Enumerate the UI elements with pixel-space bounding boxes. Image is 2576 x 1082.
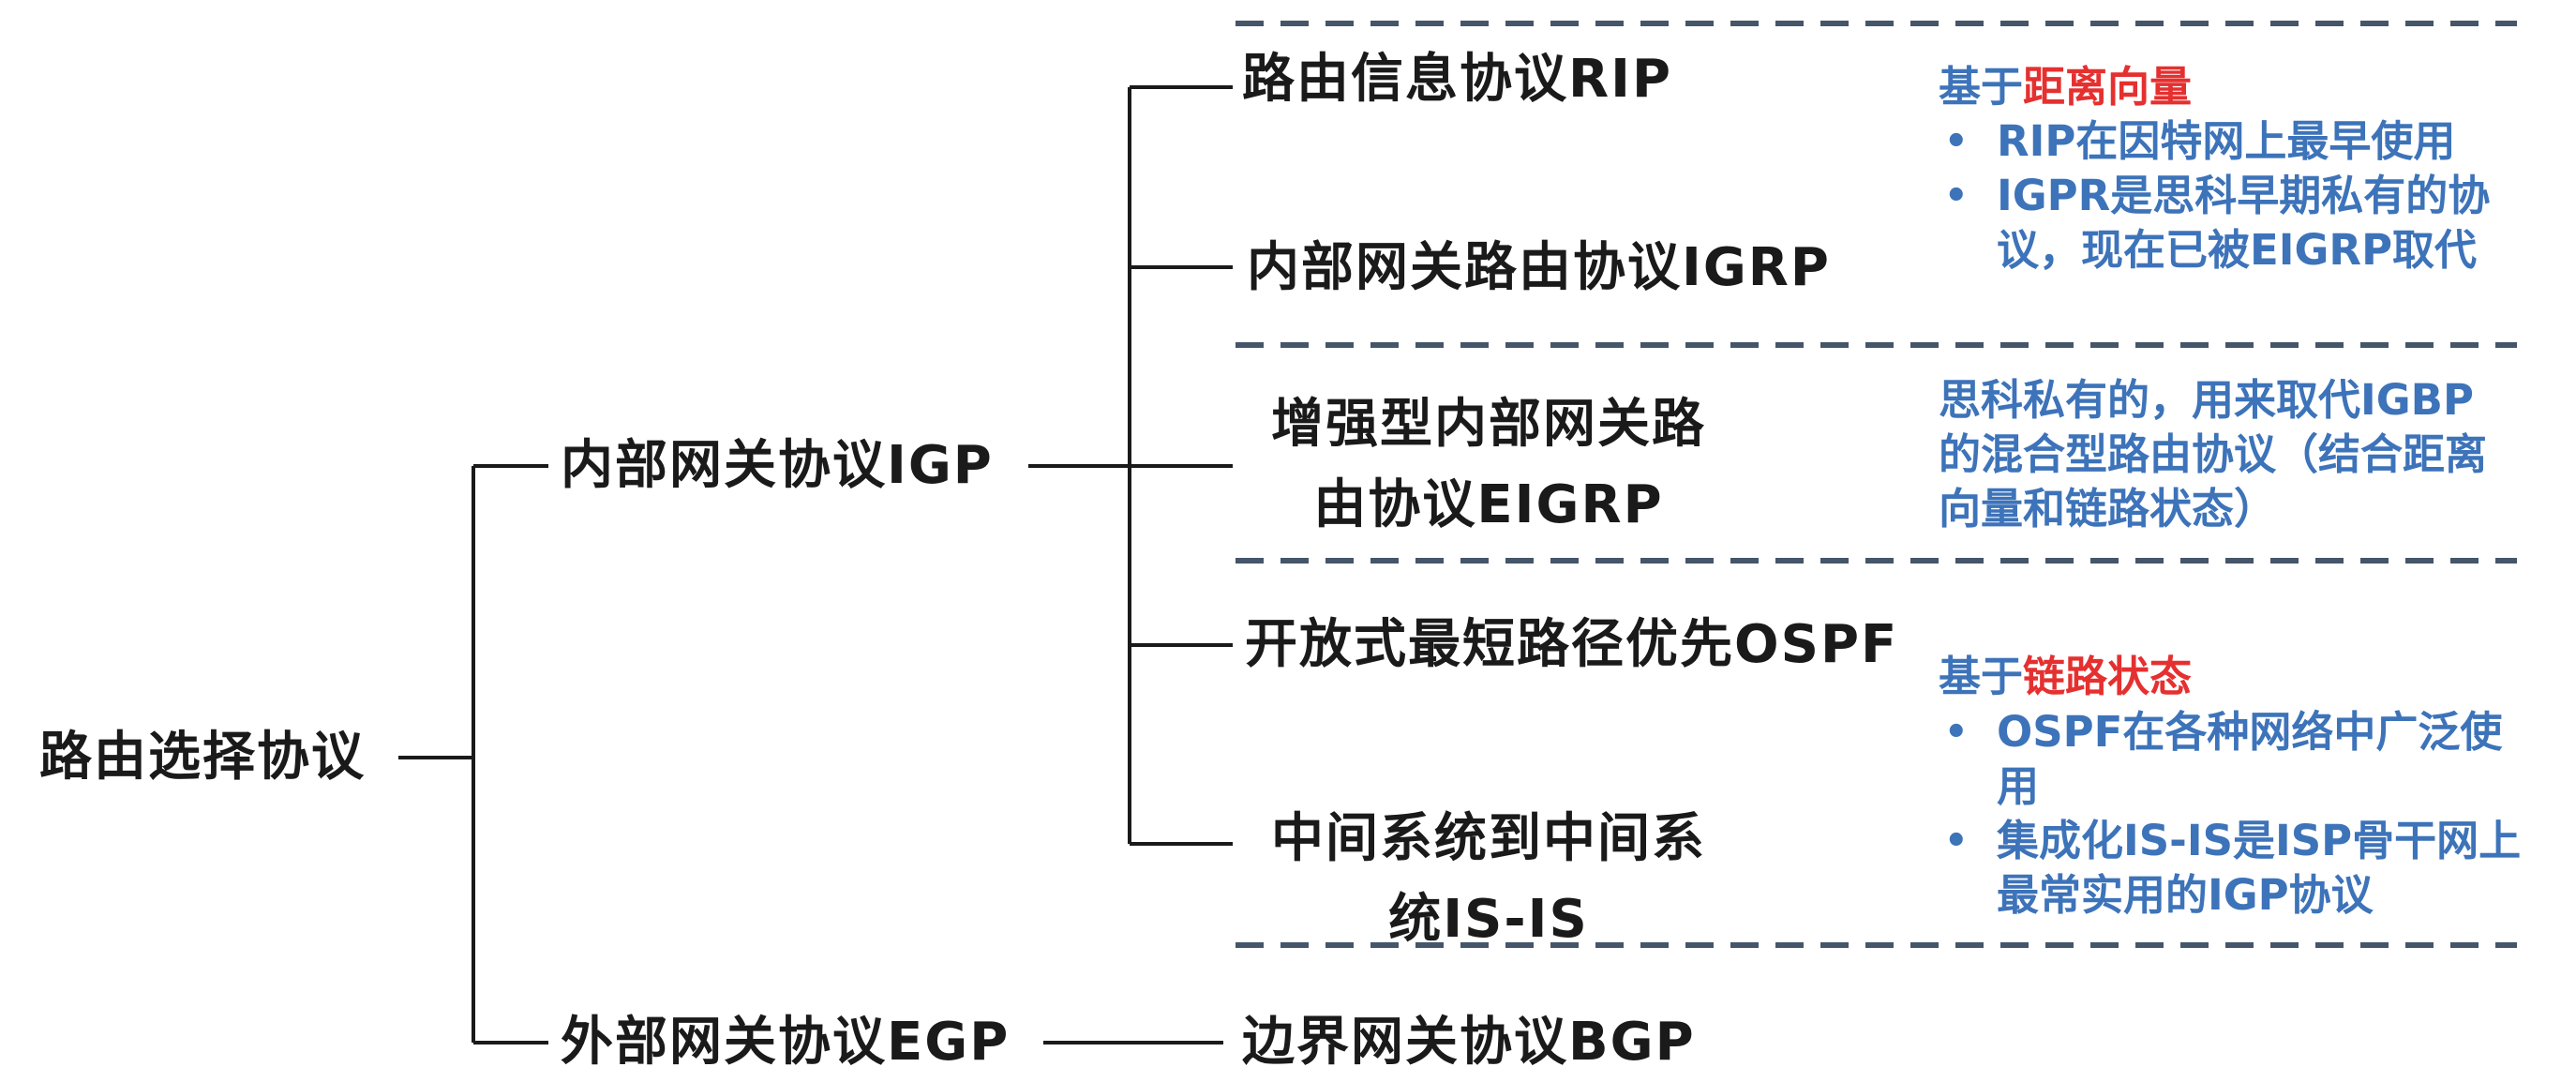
note-eigrp-line-2: 的混合型路由协议（结合距离 [1939, 429, 2488, 479]
igp-node: 内部网关协议IGP [561, 435, 994, 496]
note-isis-bullet-line-1: 集成化IS-IS是ISP骨干网上 [1997, 816, 2522, 865]
bullet-icon: • [1944, 819, 1969, 863]
igrp-node: 内部网关路由协议IGRP [1247, 237, 1831, 298]
note-igrp-bullet-line-1: IGPR是思科早期私有的协 [1997, 171, 2491, 220]
note-highlight-distance-vector: 距离向量 [2023, 62, 2193, 112]
eigrp-line-2: 由协议EIGRP [1313, 474, 1664, 535]
bullet-icon: • [1944, 120, 1969, 163]
isis-line-2: 统IS-IS [1388, 889, 1589, 950]
note-link-state-heading: 基于链路状态 [1939, 650, 2192, 704]
eigrp-node: 增强型内部网关路 由协议EIGRP [1245, 384, 1732, 546]
ospf-node: 开放式最短路径优先OSPF [1245, 614, 1899, 675]
eigrp-line-1: 增强型内部网关路 [1271, 394, 1706, 455]
note-igrp-bullet-line-2: 议，现在已被EIGRP取代 [1997, 225, 2478, 275]
rip-node: 路由信息协议RIP [1242, 49, 1672, 110]
note-ospf-bullet-line-1: OSPF在各种网络中广泛使 [1997, 707, 2503, 757]
note-rip-bullet: RIP在因特网上最早使用 [1997, 116, 2456, 166]
note-ospf-bullet-line-2: 用 [1997, 761, 2040, 811]
note-eigrp-line-3: 向量和链路状态） [1939, 484, 2277, 533]
note-highlight-link-state: 链路状态 [2023, 652, 2193, 701]
bgp-node: 边界网关协议BGP [1242, 1012, 1696, 1073]
isis-line-1: 中间系统到中间系 [1271, 808, 1706, 869]
note-eigrp-line-1: 思科私有的，用来取代IGBP [1939, 375, 2474, 425]
bullet-icon: • [1944, 711, 1969, 754]
note-prefix: 基于 [1939, 652, 2024, 701]
root-node: 路由选择协议 [39, 727, 366, 788]
note-isis-bullet-line-2: 最常实用的IGP协议 [1997, 870, 2374, 920]
note-prefix: 基于 [1939, 62, 2024, 112]
isis-node: 中间系统到中间系 统IS-IS [1245, 799, 1732, 960]
bullet-icon: • [1944, 174, 1969, 218]
note-distance-vector-heading: 基于距离向量 [1939, 60, 2192, 114]
egp-node: 外部网关协议EGP [561, 1012, 1011, 1073]
